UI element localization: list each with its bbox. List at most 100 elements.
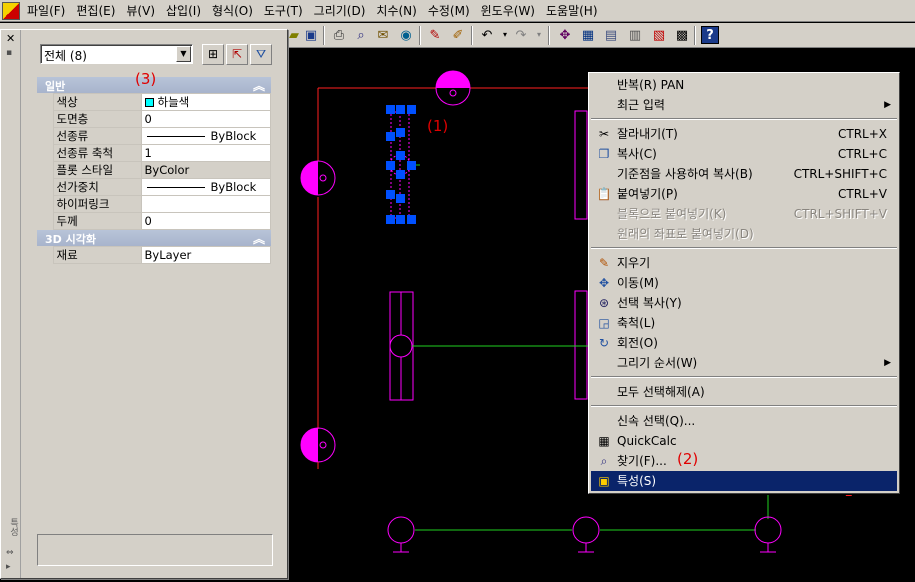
menu-item-move[interactable]: ✥이동(M)	[591, 273, 897, 293]
print-icon[interactable]: ⎙	[333, 27, 345, 43]
property-row[interactable]: 두께 0	[37, 212, 271, 230]
selection-dropdown[interactable]: 전체 (8) ▼	[40, 44, 193, 64]
print-preview-icon[interactable]: ⌕	[357, 27, 365, 43]
autohide-icon[interactable]: ▪	[6, 48, 13, 58]
grip-handle[interactable]	[396, 128, 405, 137]
menu-edit[interactable]: 편집(E)	[76, 4, 116, 18]
menu-dimension[interactable]: 치수(N)	[376, 4, 417, 18]
chevron-down-icon[interactable]: ▼	[176, 46, 191, 62]
property-value[interactable]: ByBlock	[140, 178, 271, 196]
grip-handle[interactable]	[396, 105, 405, 114]
grip-handle[interactable]	[386, 132, 395, 141]
grip-handle[interactable]	[386, 161, 395, 170]
palette-options-icon[interactable]: ▸	[6, 562, 11, 572]
3d-dwf-icon[interactable]: ◉	[400, 27, 412, 43]
grip-handles[interactable]	[386, 105, 416, 224]
property-row[interactable]: 색상 하늘색	[37, 93, 271, 111]
magenta-circle[interactable]	[754, 516, 782, 544]
paintbrush-icon[interactable]: ✐	[452, 27, 464, 43]
magenta-circle[interactable]	[387, 516, 415, 544]
close-icon[interactable]: ✕	[6, 32, 16, 45]
pickadd-toggle-icon[interactable]: ⊞	[202, 44, 224, 65]
menu-item-quickcalc[interactable]: ▦QuickCalc	[591, 431, 897, 451]
grip-handle[interactable]	[407, 105, 416, 114]
property-value[interactable]: 0	[140, 212, 271, 230]
property-value[interactable]	[140, 195, 271, 213]
quickcalc-icon[interactable]: ▩	[675, 27, 689, 43]
menu-item-rotate[interactable]: ↻회전(O)	[591, 333, 897, 353]
grip-handle[interactable]	[386, 190, 395, 199]
design-center-icon[interactable]: ▤	[604, 27, 618, 43]
menu-item-deselect-all[interactable]: 모두 선택해제(A)	[617, 385, 705, 399]
menu-item-scale[interactable]: ◲축척(L)	[591, 313, 897, 333]
undo-dropdown-icon[interactable]: ▾	[502, 30, 507, 39]
grip-handle[interactable]	[407, 215, 416, 224]
match-properties-icon[interactable]: ✎	[429, 27, 441, 43]
menu-item-quick-select[interactable]: 신속 선택(Q)...	[617, 414, 696, 428]
tool-palettes-icon[interactable]: ▥	[628, 27, 642, 43]
menu-modify[interactable]: 수정(M)	[427, 4, 470, 18]
menu-tools[interactable]: 도구(T)	[263, 4, 303, 18]
category-general[interactable]: 일반 ︽	[37, 77, 271, 93]
menu-item-copy-selection[interactable]: ⊛선택 복사(Y)	[591, 293, 897, 313]
property-row[interactable]: 재료 ByLayer	[37, 246, 271, 264]
property-value[interactable]: 하늘색	[140, 93, 271, 111]
menu-help[interactable]: 도움말(H)	[546, 4, 598, 18]
property-row[interactable]: 플롯 스타일 ByColor	[37, 161, 271, 179]
property-row[interactable]: 선종류 축척 1	[37, 144, 271, 162]
menu-draw[interactable]: 그리기(D)	[313, 4, 366, 18]
grip-handle[interactable]	[386, 105, 395, 114]
grip-handle[interactable]	[407, 161, 416, 170]
palette-menu-icon[interactable]: ⇔	[6, 548, 14, 558]
grip-handle[interactable]	[396, 194, 405, 203]
grip-handle[interactable]	[396, 215, 405, 224]
redo-dropdown-icon[interactable]: ▾	[536, 30, 541, 39]
pan-realtime-icon[interactable]: ✥	[559, 27, 571, 43]
menu-insert[interactable]: 삽입(I)	[166, 4, 201, 18]
property-row[interactable]: 선가중치 ByBlock	[37, 178, 271, 196]
magenta-block[interactable]	[574, 290, 588, 400]
app-icon[interactable]	[2, 1, 20, 20]
redo-icon[interactable]: ↷	[515, 27, 527, 43]
menu-item-paste[interactable]: 📋붙여넣기(P)CTRL+V	[591, 184, 897, 204]
save-icon[interactable]: ▣	[304, 27, 318, 43]
select-objects-icon[interactable]: ⇱	[226, 44, 248, 65]
magenta-circle[interactable]	[572, 516, 600, 544]
menu-window[interactable]: 윈도우(W)	[480, 4, 535, 18]
menu-item-repeat-pan[interactable]: 반복(R) PAN	[617, 78, 685, 92]
palette-title-strip[interactable]: ✕ ▪ 특성 ⇔ ▸	[1, 30, 21, 578]
property-row[interactable]: 하이퍼링크	[37, 195, 271, 213]
menu-item-recent-input[interactable]: 최근 입력▶	[591, 95, 897, 115]
grip-handle[interactable]	[386, 215, 395, 224]
collapse-icon[interactable]: ︽	[252, 79, 265, 93]
property-row[interactable]: 도면층 0	[37, 110, 271, 128]
property-value[interactable]: ByLayer	[140, 246, 271, 264]
menu-item-find[interactable]: ⌕찾기(F)...(2)	[591, 450, 897, 471]
submenu-arrow-icon: ▶	[884, 358, 891, 368]
magenta-block[interactable]	[574, 110, 588, 220]
menu-item-properties[interactable]: ▣특성(S)	[591, 471, 897, 491]
undo-icon[interactable]: ↶	[481, 27, 493, 43]
property-row[interactable]: 선종류 ByBlock	[37, 127, 271, 145]
property-value[interactable]: 0	[140, 110, 271, 128]
menu-item-copy[interactable]: ❐복사(C)CTRL+C	[591, 144, 897, 164]
menu-item-erase[interactable]: ✎지우기	[591, 253, 897, 273]
open-icon[interactable]: ▰	[289, 27, 299, 43]
menu-item-copy-base[interactable]: 기준점을 사용하여 복사(B)CTRL+SHIFT+C	[617, 167, 887, 181]
sheet-set-icon[interactable]: ▧	[652, 27, 666, 43]
menu-file[interactable]: 파일(F)	[27, 4, 66, 18]
help-icon[interactable]: ?	[701, 26, 719, 44]
quick-select-icon[interactable]: ⛛	[250, 44, 272, 65]
property-value[interactable]: 1	[140, 144, 271, 162]
menu-view[interactable]: 뷰(V)	[126, 4, 156, 18]
menu-item-cut[interactable]: ✂잘라내기(T)CTRL+X	[591, 124, 897, 144]
category-3d-visualization[interactable]: 3D 시각화 ︽	[37, 230, 271, 246]
publish-icon[interactable]: ✉	[377, 27, 389, 43]
menu-item-draw-order[interactable]: 그리기 순서(W)▶	[591, 353, 897, 373]
grip-handle[interactable]	[396, 170, 405, 179]
menu-format[interactable]: 형식(O)	[212, 4, 253, 18]
grip-handle[interactable]	[396, 151, 405, 160]
collapse-icon[interactable]: ︽	[252, 232, 265, 246]
properties-icon[interactable]: ▦	[581, 27, 595, 43]
property-value[interactable]: ByBlock	[140, 127, 271, 145]
